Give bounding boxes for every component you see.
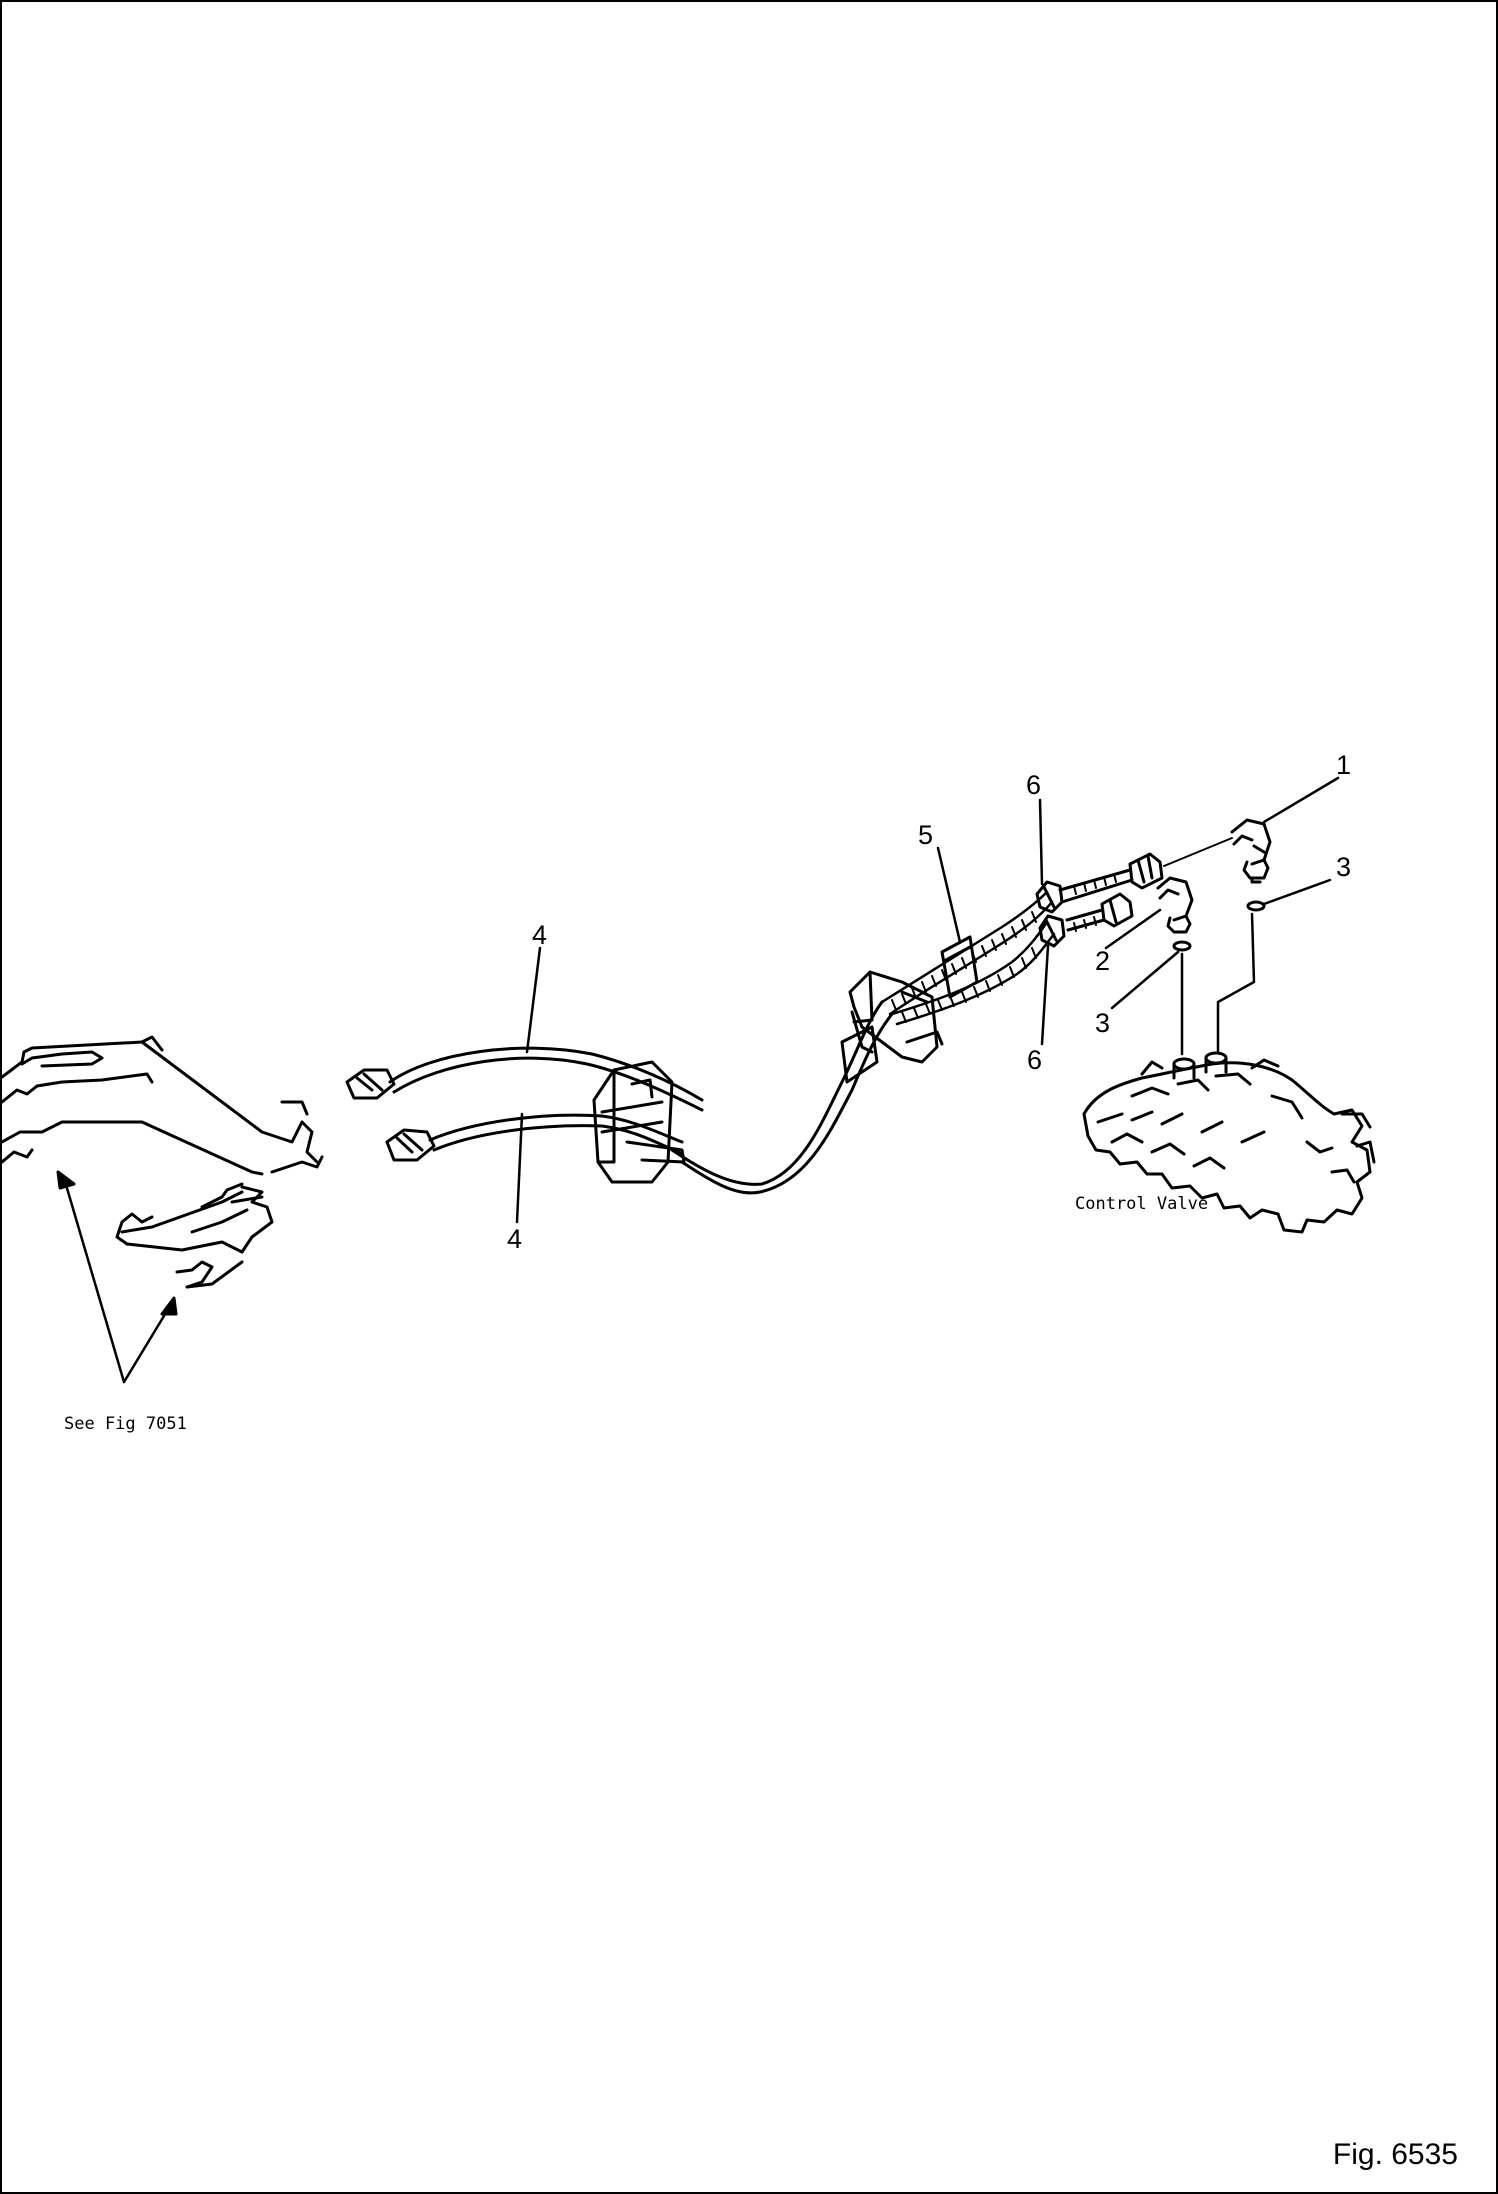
callout-2: 2 [1095,946,1111,976]
hose-end-fitting-upper [345,1068,396,1100]
elbow-fitting-2 [1156,876,1194,934]
hose-end-fitting-lower [385,1128,436,1162]
callout-leaders [515,776,1340,1224]
callout-5: 5 [918,820,934,850]
rear-bracket [840,970,944,1084]
hose-clamp-6-lower [1038,914,1066,948]
hose-4-lower [428,1113,684,1156]
spiral-hose-lower [890,920,1056,1026]
callout-1: 1 [1336,750,1352,780]
callout-6-lower: 6 [1027,1045,1043,1075]
valve-port-lines [1180,912,1256,1056]
lever-assembly-lower [115,1182,274,1289]
elbow-fitting-1 [1230,818,1272,884]
hose-4-upper [388,1046,704,1112]
callout-4-upper: 4 [532,920,548,950]
callout-3-upper: 3 [1336,852,1352,882]
hose-ends-to-valve [1058,868,1134,932]
callout-4-lower: 4 [507,1224,523,1254]
o-ring-3-upper [1246,900,1266,912]
callout-3-lower: 3 [1095,1008,1111,1038]
see-figure-reference: See Fig 7051 [64,1414,187,1434]
connection-line [1163,837,1233,867]
main-hose-run [670,1000,894,1195]
lever-assembly-upper [2,1035,324,1176]
spiral-hose-upper [880,890,1054,1016]
figure-number: Fig. 6535 [1332,2138,1458,2171]
control-valve-label: Control Valve [1075,1194,1209,1214]
hose-nut-lower [1100,892,1134,928]
reference-arrows [56,1170,178,1384]
callout-6-upper: 6 [1026,770,1042,800]
o-ring-3-lower [1172,940,1192,952]
hose-nut-upper [1128,852,1164,890]
control-valve-body [1082,1051,1376,1234]
